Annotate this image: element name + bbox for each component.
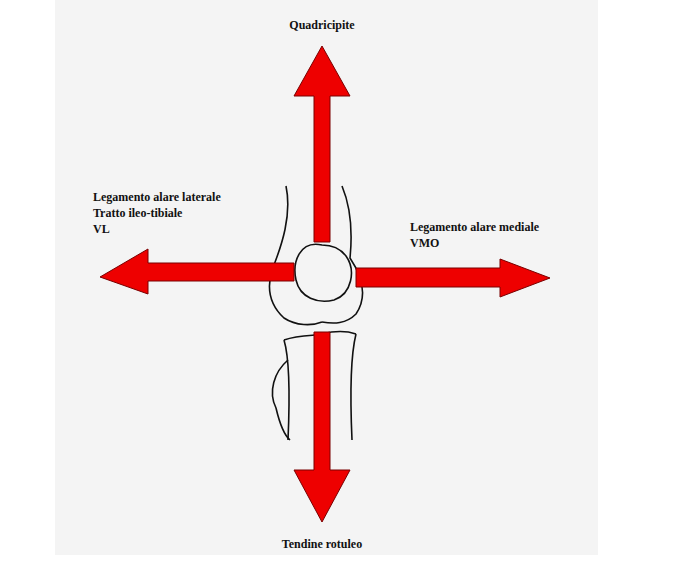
arrow-right [356,259,550,297]
structure-label: Legamento alare laterale [93,190,221,204]
structure-label: Quadricipite [289,18,354,32]
structure-label: Legamento alare mediale [410,220,539,234]
arrow-up [294,46,350,242]
structure-label: VMO [410,236,439,250]
structure-label: VL [93,222,110,236]
force-arrows [100,46,550,522]
arrow-left [100,249,294,294]
panel [55,0,598,555]
structure-label: Tendine rotuleo [282,537,362,551]
structure-label: Tratto ileo-tibiale [93,206,182,220]
arrow-down [294,332,350,522]
